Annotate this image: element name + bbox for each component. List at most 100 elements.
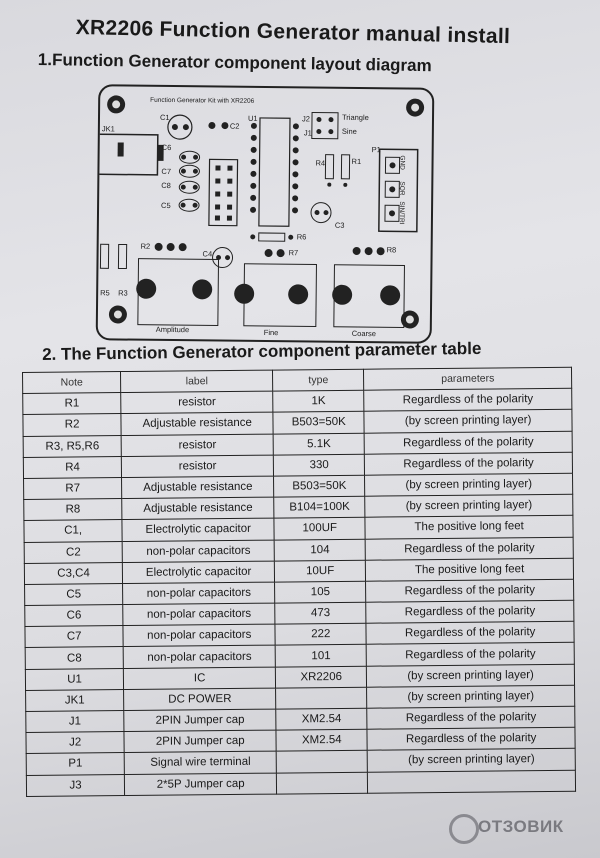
table-cell: R3, R5,R6 (23, 435, 122, 458)
table-cell: Adjustable resistance (121, 412, 274, 436)
table-cell: non-polar capacitors (122, 539, 275, 563)
table-cell: (by screen printing layer) (366, 663, 575, 688)
table-cell: C8 (25, 646, 124, 670)
table-cell: non-polar capacitors (122, 603, 276, 626)
col-header-parameters: parameters (363, 367, 572, 391)
label-coarse: Coarse (351, 328, 376, 339)
table-cell: 105 (274, 581, 367, 604)
label-r6: R6 (296, 232, 307, 242)
label-r2: R2 (140, 241, 151, 251)
table-cell: Regardless of the polarity (364, 388, 572, 412)
table-cell: The positive long feet (365, 515, 574, 539)
col-header-note: Note (22, 371, 121, 394)
table-cell: JK1 (25, 689, 125, 712)
board-title: Function Generator Kit with XR2206 (150, 96, 255, 105)
table-cell: U1 (25, 668, 124, 691)
label-c6: C6 (161, 142, 172, 153)
label-amplitude: Amplitude (155, 324, 190, 335)
page-title: XR2206 Function Generator manual install (75, 16, 511, 49)
table-cell: Regardless of the polarity (366, 600, 574, 624)
table-cell: (by screen printing layer) (364, 409, 573, 433)
table-cell: Electrolytic capacitor (122, 518, 275, 542)
table-cell: Regardless of the polarity (364, 430, 573, 454)
label-triangle: Triangle (341, 112, 369, 123)
table-cell: (by screen printing layer) (366, 685, 575, 709)
label-sqr: SQR (398, 181, 406, 196)
table-cell: Electrolytic capacitor (122, 560, 275, 584)
table-cell: P1 (26, 752, 125, 776)
table-cell: non-polar capacitors (123, 624, 276, 647)
table-cell: resistor (121, 454, 274, 478)
table-cell: Regardless of the polarity (367, 706, 575, 730)
table-cell: Regardless of the polarity (367, 727, 576, 751)
label-j2: J2 (301, 114, 310, 124)
table-cell: B104=100K (273, 496, 366, 519)
table-cell: R7 (23, 477, 122, 500)
table-cell: Signal wire terminal (124, 751, 277, 775)
table-cell: Regardless of the polarity (365, 536, 574, 560)
label-r5: R5 (100, 288, 110, 298)
table-cell: Regardless of the polarity (365, 579, 574, 603)
label-r7: R7 (288, 248, 299, 258)
label-p1: P1 (371, 145, 381, 155)
label-c5: C5 (161, 200, 171, 211)
table-cell (276, 771, 368, 794)
table-cell: non-polar capacitors (123, 645, 276, 669)
section-2-heading: 2. The Function Generator component para… (42, 338, 482, 364)
table-cell: 222 (275, 623, 367, 646)
watermark-logo-icon (449, 814, 479, 844)
table-cell: Adjustable resistance (121, 476, 274, 499)
table-cell: R8 (23, 498, 123, 521)
table-cell: 2PIN Jumper cap (124, 709, 277, 732)
table-cell: C6 (24, 604, 124, 627)
table-cell: C2 (24, 541, 123, 564)
table-cell: 101 (275, 644, 367, 667)
table-cell: 473 (274, 602, 367, 625)
table-cell: C3,C4 (24, 562, 123, 585)
col-header-label: label (120, 370, 273, 393)
pcb-drawing (97, 95, 425, 329)
table-cell (276, 750, 368, 773)
table-cell: J1 (25, 710, 125, 733)
table-cell (367, 769, 576, 793)
table-cell: resistor (121, 433, 274, 457)
label-r3: R3 (118, 288, 128, 298)
table-cell: 5.1K (273, 432, 365, 455)
label-fine: Fine (263, 327, 279, 338)
table-cell: DC POWER (123, 687, 276, 711)
label-sine: Sine (341, 126, 357, 136)
table-cell: XM2.54 (276, 729, 368, 752)
table-cell: B503=50K (273, 475, 366, 498)
table-cell: Adjustable resistance (121, 497, 275, 520)
table-cell: Regardless of the polarity (364, 451, 573, 476)
table-cell: IC (123, 666, 276, 690)
table-cell: 2*5P Jumper cap (124, 772, 277, 796)
table-cell: C1, (23, 519, 123, 542)
section-1-heading: 1.Function Generator component layout di… (37, 50, 432, 76)
table-cell: 100UF (274, 517, 366, 540)
label-j1: J1 (303, 128, 312, 138)
table-cell: J3 (26, 774, 125, 797)
table-cell: (by screen printing layer) (364, 473, 573, 497)
label-gnd: GND (398, 155, 406, 170)
table-cell: 10UF (274, 559, 366, 582)
table-cell: 1K (272, 390, 365, 413)
table-cell: non-polar capacitors (122, 581, 275, 605)
table-cell: Regardless of the polarity (366, 621, 575, 645)
table-cell: XR2206 (275, 665, 367, 688)
table-cell: C5 (24, 583, 123, 606)
label-sin-tri: SIN/TRI (397, 201, 406, 225)
label-u1: U1 (247, 113, 258, 123)
label-c8: C8 (161, 180, 171, 191)
table-cell: J2 (25, 731, 125, 754)
label-c4: C4 (202, 249, 213, 259)
table-cell: R2 (22, 413, 122, 437)
table-cell: C7 (24, 625, 124, 648)
label-r8: R8 (386, 245, 397, 255)
table-cell: The positive long feet (365, 557, 574, 582)
label-c2: C2 (229, 121, 240, 131)
table-cell: resistor (120, 391, 274, 414)
